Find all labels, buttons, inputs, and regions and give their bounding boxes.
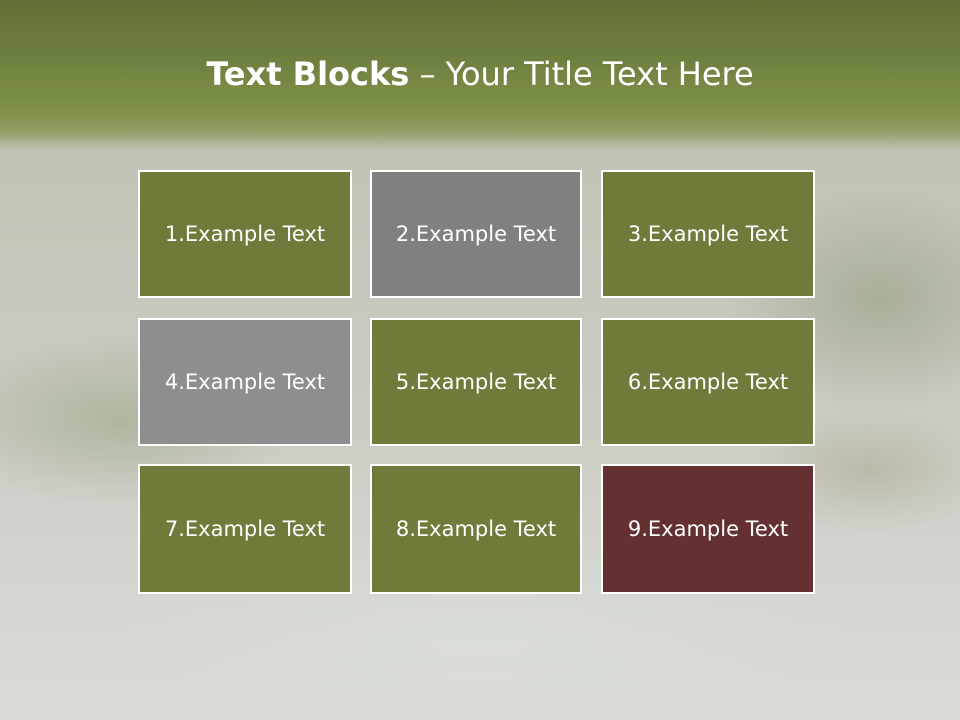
text-block-5[interactable]: 5.Example Text xyxy=(370,318,582,446)
header-band xyxy=(0,0,960,150)
text-block-1[interactable]: 1.Example Text xyxy=(138,170,352,298)
text-block-8[interactable]: 8.Example Text xyxy=(370,464,582,594)
title-rest: – Your Title Text Here xyxy=(409,55,754,93)
slide-title: Text Blocks – Your Title Text Here xyxy=(0,52,960,96)
text-blocks-grid: 1.Example Text 2.Example Text 3.Example … xyxy=(138,170,816,594)
title-bold: Text Blocks xyxy=(206,55,410,93)
text-block-3[interactable]: 3.Example Text xyxy=(601,170,815,298)
text-block-2[interactable]: 2.Example Text xyxy=(370,170,582,298)
text-block-7[interactable]: 7.Example Text xyxy=(138,464,352,594)
text-block-9[interactable]: 9.Example Text xyxy=(601,464,815,594)
text-block-6[interactable]: 6.Example Text xyxy=(601,318,815,446)
text-block-4[interactable]: 4.Example Text xyxy=(138,318,352,446)
